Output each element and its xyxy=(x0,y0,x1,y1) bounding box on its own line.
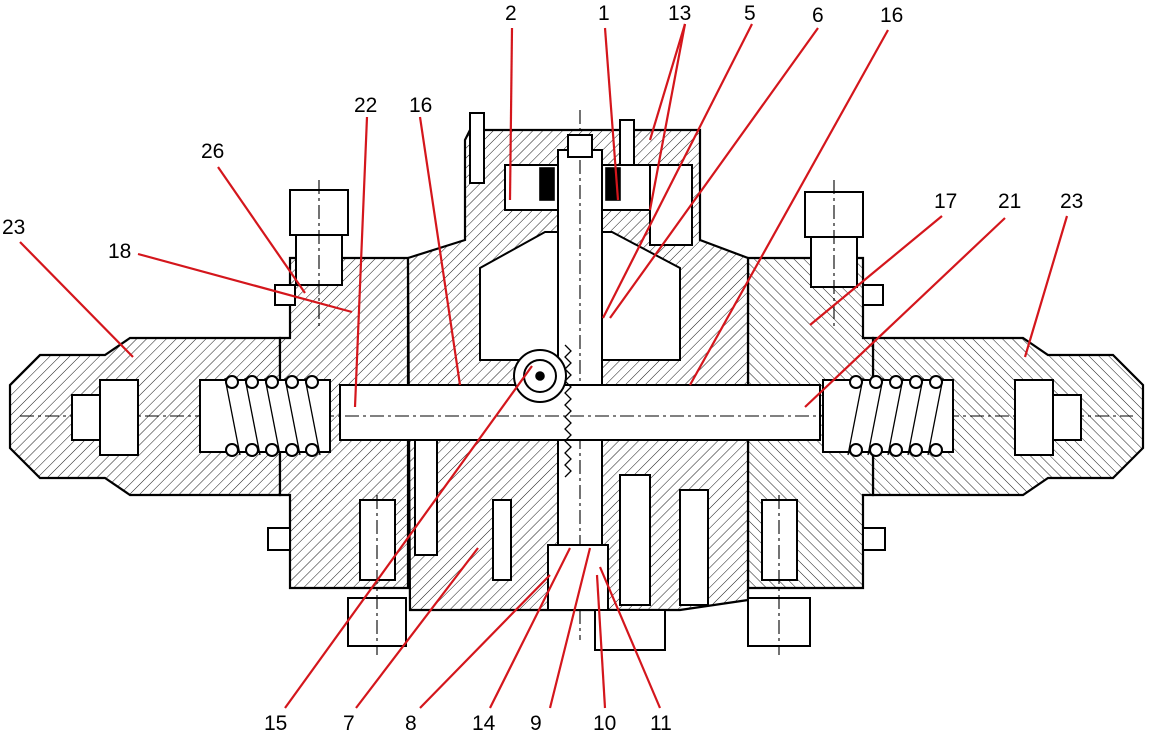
leader-18 xyxy=(137,252,353,314)
callout-2: 2 xyxy=(505,2,517,25)
leader-2 xyxy=(508,27,514,201)
lower-bolt xyxy=(679,489,709,606)
horizontal-bore xyxy=(339,384,821,441)
upper-right-pocket xyxy=(649,164,693,246)
leader-13-b xyxy=(648,23,687,211)
leader-17 xyxy=(809,215,943,326)
callout-23-left: 23 xyxy=(2,216,25,239)
callout-6: 6 xyxy=(812,4,824,27)
leader-10 xyxy=(595,574,607,709)
lower-valve xyxy=(619,474,651,606)
bolt-lower-left xyxy=(267,527,291,551)
rack xyxy=(564,344,572,478)
callout-13: 13 xyxy=(668,2,691,25)
bolt-upper-right xyxy=(862,284,884,306)
callout-22: 22 xyxy=(354,94,377,117)
right-spring xyxy=(822,375,954,457)
leader-26 xyxy=(217,166,306,294)
callout-9: 9 xyxy=(530,712,542,735)
left-adjust-nut xyxy=(99,379,139,456)
leader-lines xyxy=(19,23,1069,709)
callout-5: 5 xyxy=(744,2,756,25)
callout-8: 8 xyxy=(405,712,417,735)
fitting-bottom-right xyxy=(747,495,811,655)
top-screw-center xyxy=(567,134,593,158)
callout-7: 7 xyxy=(343,712,355,735)
left-hex-nut xyxy=(71,394,101,441)
top-screw-left xyxy=(469,112,485,184)
right-adjust-nut xyxy=(1014,379,1054,456)
callout-16-top: 16 xyxy=(880,4,903,27)
leader-11 xyxy=(598,566,662,709)
callout-10: 10 xyxy=(593,712,616,735)
pinion-gear xyxy=(513,349,567,403)
leader-13-a xyxy=(648,23,687,141)
callout-16-left: 16 xyxy=(409,94,432,117)
leader-22 xyxy=(353,116,369,408)
leader-16-top xyxy=(689,29,889,386)
leader-23-right xyxy=(1023,215,1069,358)
lower-left-screw xyxy=(414,439,438,556)
left-spring xyxy=(199,375,331,457)
lower-left-pin xyxy=(492,499,512,581)
callout-23-right: 23 xyxy=(1060,190,1083,213)
right-hex-nut xyxy=(1052,394,1082,441)
leader-8 xyxy=(419,574,551,709)
fitting-top-left xyxy=(289,180,349,330)
mechanism xyxy=(8,110,1145,655)
leader-16-left xyxy=(418,116,462,386)
callout-18: 18 xyxy=(108,240,131,263)
leader-23-left xyxy=(19,241,134,358)
top-screw-right xyxy=(619,119,635,166)
bolt-lower-right xyxy=(862,527,886,551)
callout-14: 14 xyxy=(472,712,496,735)
callout-15: 15 xyxy=(264,712,287,735)
fitting-top-right xyxy=(804,180,864,330)
leader-14 xyxy=(489,547,571,709)
leader-21 xyxy=(804,217,1006,408)
leader-5 xyxy=(602,23,753,319)
bolt-upper-left xyxy=(274,284,296,306)
leader-15 xyxy=(284,365,533,709)
callout-26: 26 xyxy=(201,140,224,163)
leader-9 xyxy=(548,547,592,709)
callout-labels: 2 1 13 5 6 16 22 16 26 23 18 17 21 23 15… xyxy=(2,2,1083,735)
callout-1: 1 xyxy=(598,2,610,25)
bottom-plug xyxy=(594,609,666,651)
leader-7 xyxy=(355,547,479,709)
callout-11: 11 xyxy=(650,712,672,735)
callout-17: 17 xyxy=(934,190,957,213)
callout-21: 21 xyxy=(998,190,1021,213)
leader-6 xyxy=(609,27,819,319)
fitting-bottom-left xyxy=(347,495,407,655)
leader-1 xyxy=(603,27,620,201)
